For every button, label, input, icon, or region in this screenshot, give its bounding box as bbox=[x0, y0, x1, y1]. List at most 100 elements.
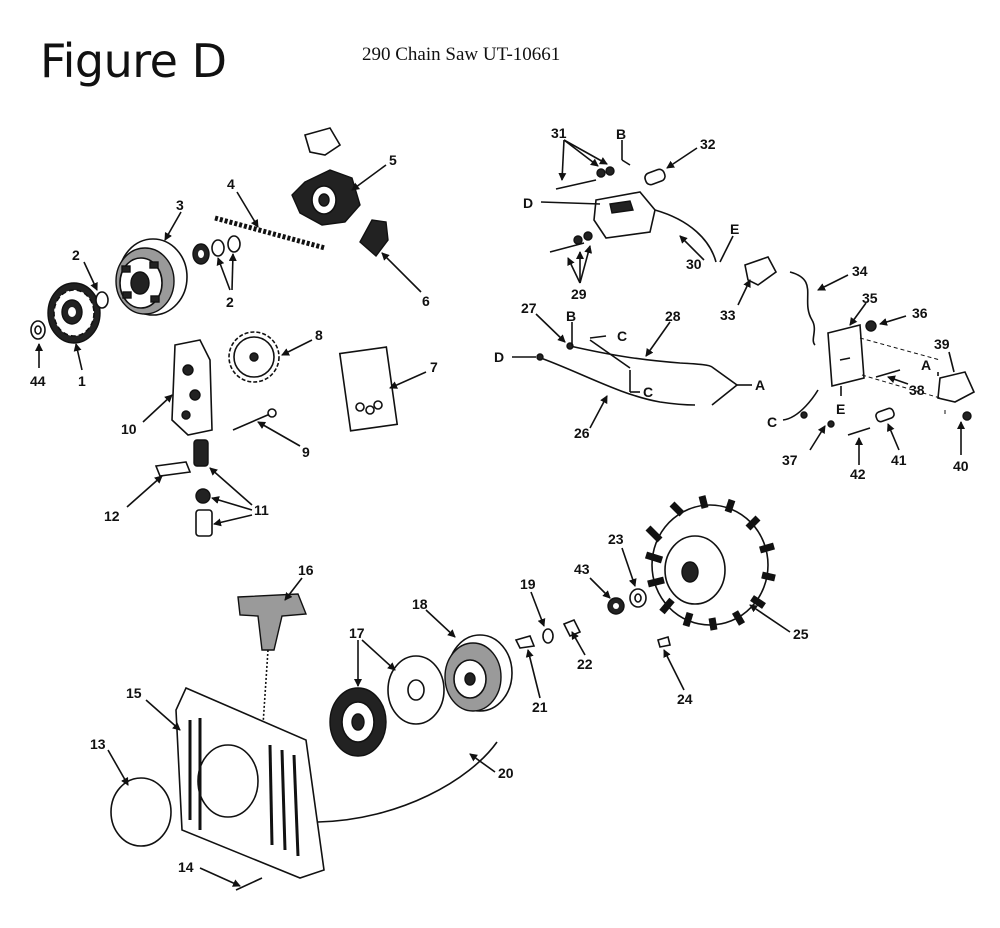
callout-27: 27 bbox=[521, 300, 537, 316]
part-38-screw bbox=[875, 369, 901, 378]
part-42-screw bbox=[847, 427, 871, 436]
part-14-screw bbox=[235, 877, 263, 891]
part-34-fuel-line bbox=[789, 271, 816, 346]
part-9-screw bbox=[232, 408, 277, 431]
part-37-screw bbox=[800, 411, 835, 428]
callout-C: C bbox=[643, 384, 653, 400]
callout-43: 43 bbox=[574, 561, 590, 577]
callout-6: 6 bbox=[422, 293, 430, 309]
callout-17: 17 bbox=[349, 625, 365, 641]
callout-22: 22 bbox=[577, 656, 593, 672]
callout-D: D bbox=[523, 195, 533, 211]
callout-38: 38 bbox=[909, 382, 925, 398]
part-4-chain bbox=[214, 215, 326, 251]
part-41-sleeve bbox=[875, 407, 895, 423]
part-12-clip bbox=[154, 461, 192, 477]
callout-34: 34 bbox=[852, 263, 868, 279]
callout-12: 12 bbox=[104, 508, 120, 524]
callout-9: 9 bbox=[302, 444, 310, 460]
callout-13: 13 bbox=[90, 736, 106, 752]
callout-32: 32 bbox=[700, 136, 716, 152]
callout-E: E bbox=[730, 221, 739, 237]
figure-subtitle: 290 Chain Saw UT-10661 bbox=[362, 44, 561, 65]
callout-25: 25 bbox=[793, 626, 809, 642]
callout-B: B bbox=[566, 308, 576, 324]
callout-C: C bbox=[617, 328, 627, 344]
part-8-rim-sprocket bbox=[228, 331, 280, 383]
part-44-washer bbox=[30, 320, 46, 340]
callout-19: 19 bbox=[520, 576, 536, 592]
callout-20: 20 bbox=[498, 765, 514, 781]
callout-36: 36 bbox=[912, 305, 928, 321]
part-6-clutch-shoe bbox=[359, 219, 389, 258]
part-40-screw bbox=[962, 411, 972, 421]
part-39-bracket bbox=[937, 371, 976, 403]
part-10-oil-pump bbox=[171, 339, 213, 436]
callout-40: 40 bbox=[953, 458, 969, 474]
part-13-cover bbox=[110, 777, 172, 847]
callout-26: 26 bbox=[574, 425, 590, 441]
part-28-wire bbox=[569, 339, 713, 369]
callout-41: 41 bbox=[891, 452, 907, 468]
part-31-screws bbox=[555, 166, 615, 190]
part-36-nut bbox=[865, 320, 877, 332]
callout-24: 24 bbox=[677, 691, 693, 707]
part-18-pulley bbox=[444, 634, 513, 712]
callout-2: 2 bbox=[226, 294, 234, 310]
part-25-flywheel bbox=[644, 495, 776, 631]
callout-35: 35 bbox=[862, 290, 878, 306]
part-15-starter-housing bbox=[175, 686, 325, 879]
part-1-sprocket bbox=[47, 282, 101, 344]
callout-E: E bbox=[836, 401, 845, 417]
part-23-washer bbox=[629, 588, 647, 608]
callout-labels: 44 1 2 3 2 4 5 6 7 8 9 10 11 12 31 B 32 … bbox=[30, 125, 969, 875]
part-20-rope bbox=[317, 741, 498, 823]
callout-D: D bbox=[494, 349, 504, 365]
callout-C: C bbox=[767, 414, 777, 430]
part-7-bag bbox=[338, 346, 399, 432]
part-5-clutch bbox=[291, 127, 361, 226]
part-35-switch-box bbox=[827, 323, 865, 388]
part-26-wire bbox=[537, 356, 696, 406]
part-33-elbow bbox=[744, 256, 778, 286]
callout-A: A bbox=[921, 357, 931, 373]
callout-33: 33 bbox=[720, 307, 736, 323]
part-2-washer-a bbox=[95, 291, 109, 309]
callout-44: 44 bbox=[30, 373, 46, 389]
callout-18: 18 bbox=[412, 596, 428, 612]
callout-2: 2 bbox=[72, 247, 80, 263]
part-30-ignition-module bbox=[593, 191, 717, 263]
callout-31: 31 bbox=[551, 125, 567, 141]
callout-29: 29 bbox=[571, 286, 587, 302]
part-3-clutch-drum bbox=[115, 238, 188, 316]
callout-5: 5 bbox=[389, 152, 397, 168]
callout-15: 15 bbox=[126, 685, 142, 701]
part-2-bearing bbox=[192, 235, 241, 265]
part-43-nut bbox=[607, 597, 625, 615]
part-11-pump-parts bbox=[193, 439, 213, 537]
part-32-sleeve bbox=[644, 168, 666, 186]
callout-1: 1 bbox=[78, 373, 86, 389]
callout-10: 10 bbox=[121, 421, 137, 437]
callout-30: 30 bbox=[686, 256, 702, 272]
part-27-terminal bbox=[536, 342, 574, 361]
part-24-key bbox=[657, 635, 671, 648]
part-17-rewind-spring bbox=[329, 655, 445, 757]
callout-37: 37 bbox=[782, 452, 798, 468]
callout-4: 4 bbox=[227, 176, 235, 192]
figure-title: Figure D bbox=[40, 34, 227, 88]
callout-28: 28 bbox=[665, 308, 681, 324]
part-16-handle bbox=[237, 593, 308, 741]
leader-lines bbox=[35, 139, 965, 887]
callout-A: A bbox=[755, 377, 765, 393]
callout-7: 7 bbox=[430, 359, 438, 375]
callout-39: 39 bbox=[934, 336, 950, 352]
callout-23: 23 bbox=[608, 531, 624, 547]
callout-3: 3 bbox=[176, 197, 184, 213]
callout-42: 42 bbox=[850, 466, 866, 482]
part-19-washer bbox=[542, 628, 554, 644]
callout-B: B bbox=[616, 126, 626, 142]
callout-14: 14 bbox=[178, 859, 194, 875]
